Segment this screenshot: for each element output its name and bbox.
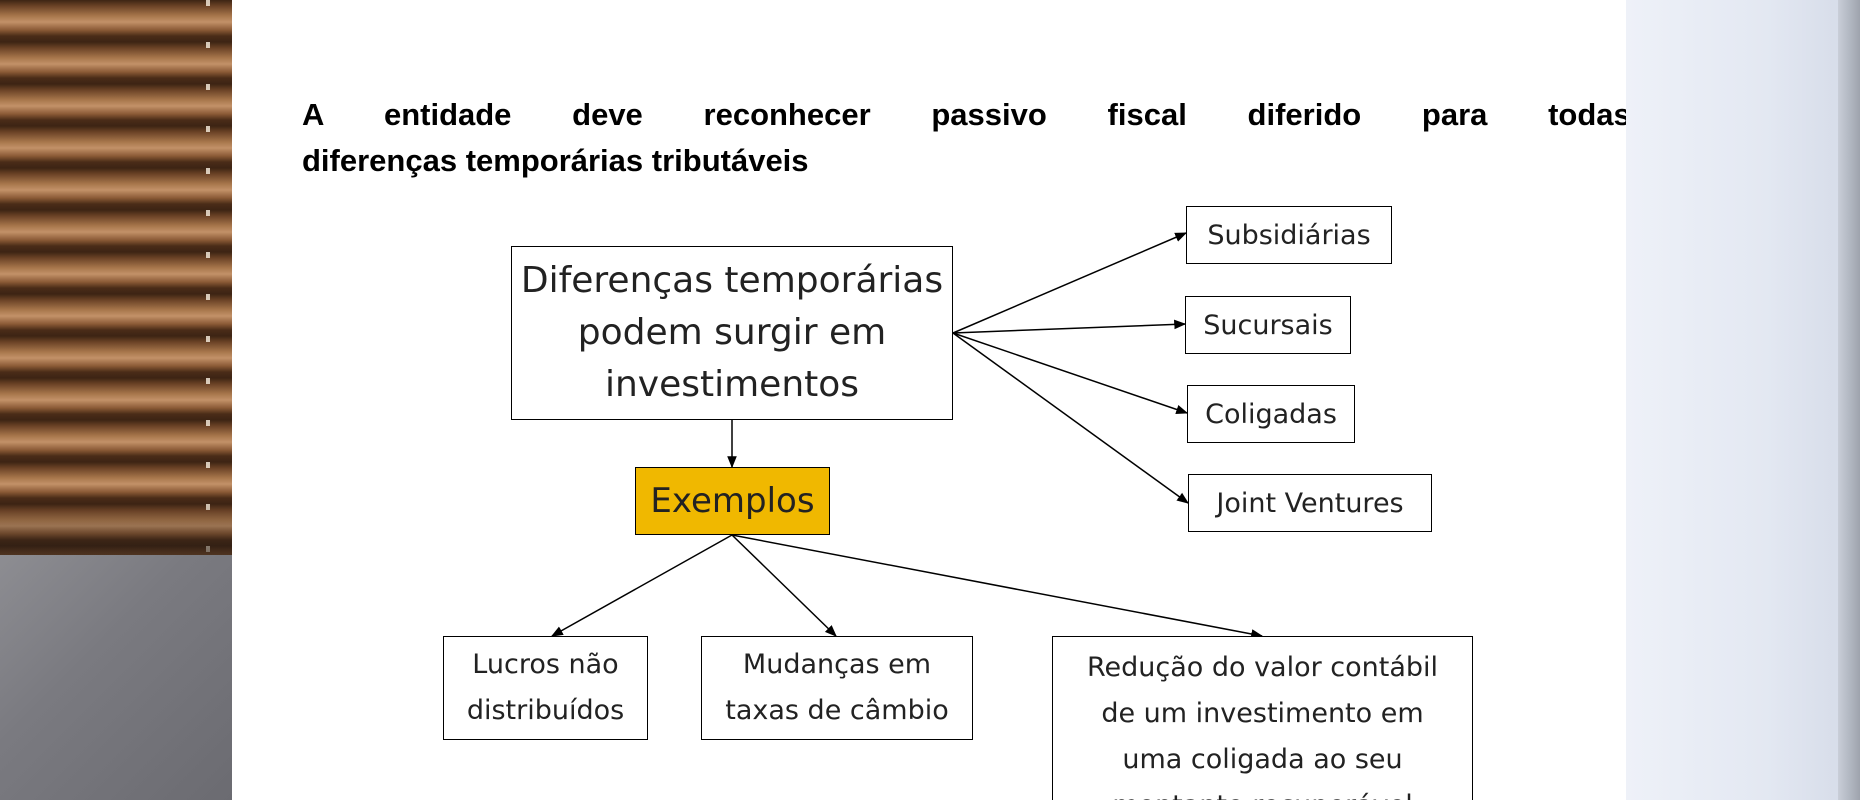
exemplos-box: Exemplos [635,467,830,535]
arrow-to-mudancas [731,534,837,637]
window-blinds [0,0,232,555]
lucros-box: Lucros não distribuídos [443,636,648,740]
left-wall [0,555,232,800]
arrow-to-subsidiarias [952,232,1188,334]
slide-title: A entidade deve reconhecer passivo fisca… [302,92,1626,184]
subsidiarias-box: Subsidiárias [1186,206,1392,264]
mudancas-box: Mudanças em taxas de câmbio [701,636,973,740]
slide-title-line-1: A entidade deve reconhecer passivo fisca… [302,97,1626,132]
coligadas-box: Coligadas [1187,385,1355,443]
slide-title-line-2: diferenças temporárias tributáveis [302,143,809,178]
blinds-cord [206,0,210,555]
arrow-to-joint-ventures [952,332,1189,504]
blinds-shadow [0,500,232,560]
arrow-to-sucursais [952,319,1187,334]
sucursais-box: Sucursais [1185,296,1351,354]
reducao-box: Redução do valor contábil de um investim… [1052,636,1473,800]
connector-arrows [550,232,1264,639]
right-wall [1626,0,1860,800]
joint-ventures-box: Joint Ventures [1188,474,1432,532]
arrow-to-lucros [550,534,733,637]
projected-slide: A entidade deve reconhecer passivo fisca… [232,0,1626,800]
arrow-to-coligadas [952,332,1189,415]
right-wall-edge [1838,0,1860,800]
arrow-to-reducao [731,534,1264,639]
root-box: Diferenças temporárias podem surgir em i… [511,246,953,420]
